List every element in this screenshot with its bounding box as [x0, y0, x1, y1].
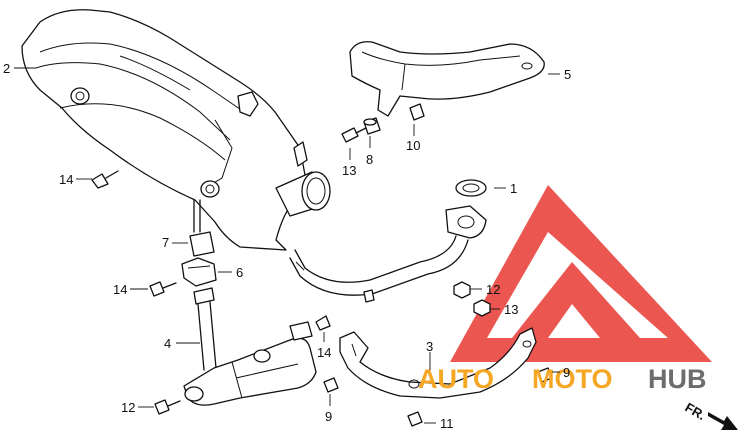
callout-2: 2: [3, 61, 10, 76]
callout-12-a: 12: [486, 282, 500, 297]
callout-7: 7: [162, 235, 169, 250]
watermark-hub: HUB: [648, 364, 707, 394]
heat-shield-cover: [21, 9, 331, 251]
leader-lines: [14, 67, 560, 424]
tail-pipe-muffler: [183, 287, 317, 406]
bolt-14-middle: [315, 315, 331, 331]
callout-4: 4: [164, 336, 171, 351]
collar-8: [363, 117, 381, 135]
callout-13-top: 13: [342, 163, 356, 178]
callout-14-top: 14: [59, 172, 73, 187]
bolt-9-right: [537, 367, 553, 383]
bracket-3: [339, 327, 537, 399]
bolt-14-top: [91, 170, 119, 189]
callout-13-left: 14: [113, 282, 127, 297]
bolt-9-center: [323, 377, 339, 393]
callout-1: 1: [510, 181, 517, 196]
front-arrow-icon: [708, 412, 738, 430]
bolt-13-top: [341, 127, 367, 143]
callout-12-b: 13: [504, 302, 518, 317]
nut-12-a: [453, 281, 471, 299]
callout-14-bottom: 12: [121, 400, 135, 415]
callout-10: 10: [406, 138, 420, 153]
callout-11: 11: [440, 416, 454, 431]
front-direction-label: FR.: [683, 400, 709, 423]
bolt-14-bottom: [154, 399, 181, 415]
callout-6: 6: [236, 265, 243, 280]
small-heat-shield: [349, 41, 545, 121]
callout-9-center: 9: [325, 409, 332, 424]
nut-12-b: [473, 299, 491, 317]
front-direction-indicator: FR.: [683, 400, 738, 430]
callout-3: 3: [426, 339, 433, 354]
bolt-13-left: [149, 281, 177, 297]
watermark-text: AUTO MOTO HUB: [418, 364, 707, 394]
callout-8: 8: [366, 152, 373, 167]
callout-14-middle: 14: [317, 345, 331, 360]
clamp-6: [181, 257, 217, 287]
callout-5: 5: [564, 67, 571, 82]
callout-numbers: 2 14 1 5 13 8 10 7 6 14 4 14 3 12 13 9 9…: [3, 61, 571, 431]
exhaust-pipe-front: [289, 205, 487, 303]
callout-9-right: 9: [563, 365, 570, 380]
watermark-logo: [450, 185, 712, 362]
bolt-11: [407, 411, 423, 427]
watermark-triangle-outer: [450, 185, 712, 362]
watermark-triangle-inner: [512, 262, 640, 338]
watermark-moto: MOTO: [532, 364, 613, 394]
watermark-auto: AUTO: [418, 364, 494, 394]
gasket-1: [455, 179, 487, 197]
rubber-7: [189, 231, 215, 257]
